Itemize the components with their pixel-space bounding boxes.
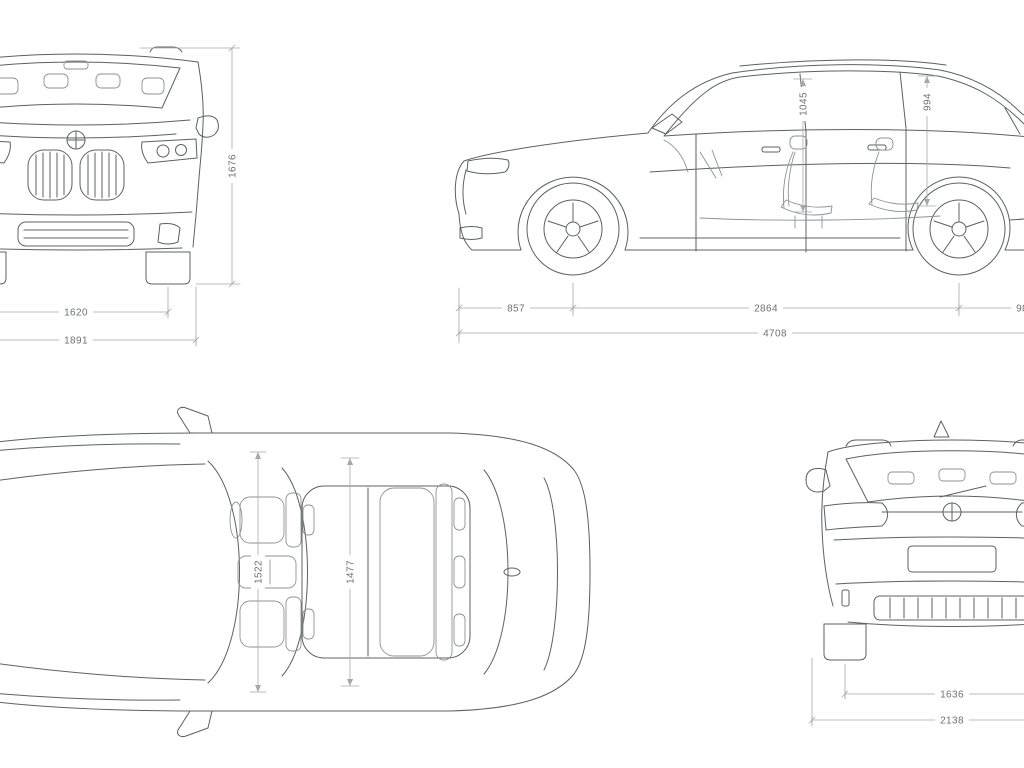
dim-label-front-headroom: 1045: [799, 92, 810, 116]
top-windshield: [207, 460, 240, 684]
dim-label-front-shoulder: 1522: [254, 560, 265, 584]
front-view-wheel-left: [0, 251, 7, 285]
rear-view: [805, 420, 1024, 661]
rear-roof-rail-left: [845, 439, 892, 447]
top-view-dimensions: 1522 1477: [249, 451, 360, 693]
taillight-right: [1015, 502, 1024, 527]
sunroof: [301, 485, 471, 659]
front-headlight-right: [141, 138, 198, 164]
dim-label-rear-headroom: 994: [923, 93, 934, 111]
dim-label-front-width: 1891: [64, 336, 88, 347]
front-view-interior: [0, 60, 165, 95]
dim-label-front-height: 1676: [228, 154, 239, 178]
side-view-dimensions: 1045 994 857 2864 987 470: [455, 75, 1024, 344]
top-view-interior: [229, 483, 466, 661]
dim-label-rear-track: 1636: [940, 690, 964, 701]
license-plate-recess: [907, 545, 997, 573]
dim-label-wheelbase: 2864: [754, 304, 778, 315]
dim-label-front-track: 1620: [64, 308, 88, 319]
front-mirror-right: [195, 115, 219, 138]
top-mirror-left: [177, 406, 213, 434]
side-view-interior: [663, 135, 941, 229]
steering-wheel-top: [229, 501, 243, 539]
rear-diffuser: [873, 595, 1024, 621]
rear-roof-rail-right: [1012, 439, 1024, 447]
dim-label-rear-overhang: 987: [1016, 304, 1024, 315]
top-rear-window: [483, 469, 509, 675]
door-handle-rear: [867, 144, 887, 151]
rear-window: [845, 450, 1024, 503]
kidney-grille: [27, 149, 125, 201]
rear-wheel-left: [823, 623, 867, 661]
dim-label-front-overhang: 857: [507, 304, 525, 315]
front-roof-rail-right: [149, 46, 183, 53]
side-rear-wheel: [912, 182, 1006, 276]
side-front-wheel: [526, 182, 620, 276]
rear-mirror-left: [805, 467, 831, 493]
front-headlight-left: [0, 140, 11, 164]
dim-label-width-mirrors: 2138: [940, 716, 964, 727]
side-view: [454, 59, 1024, 276]
bmw-roundel-rear-icon: [942, 502, 962, 522]
door-handle-front: [761, 146, 781, 153]
antenna-fin-top-icon: [503, 567, 521, 577]
front-air-intake: [17, 221, 135, 247]
front-seat-headrest: [789, 135, 808, 150]
top-view: [0, 406, 591, 738]
bmw-roundel-front-icon: [66, 130, 86, 150]
top-mirror-right: [177, 710, 213, 738]
front-view-wheel-right: [145, 251, 191, 285]
rear-view-dimensions: 1636 2138: [808, 657, 1024, 727]
side-mirror: [651, 113, 683, 135]
dim-label-overall-length: 4708: [763, 329, 787, 340]
front-view: [0, 46, 219, 285]
front-view-dimensions: 1676 1620 1891: [0, 44, 241, 347]
rear-seat-headrest: [875, 137, 894, 151]
rear-wiper: [939, 485, 987, 498]
dim-label-rear-shoulder: 1477: [346, 560, 357, 584]
front-windshield: [0, 61, 181, 109]
rear-view-interior: [887, 468, 1017, 485]
antenna-fin-rear-icon: [933, 420, 950, 438]
side-headlight: [466, 157, 510, 175]
taillight-left: [823, 502, 889, 531]
